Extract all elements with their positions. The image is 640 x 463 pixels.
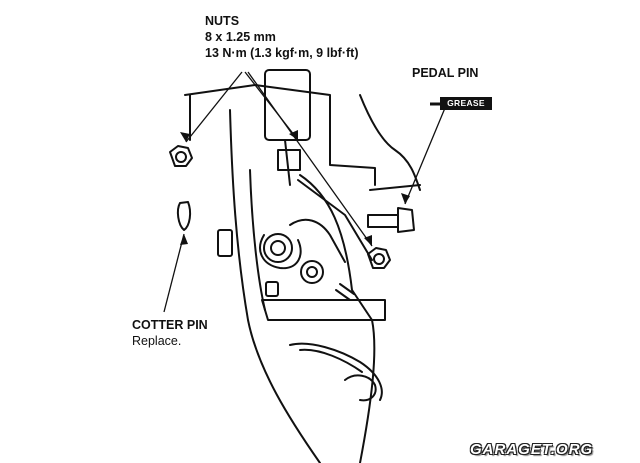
master-cylinder-body xyxy=(264,69,311,141)
nuts-label: NUTS xyxy=(205,14,240,28)
pedal-plate xyxy=(261,299,386,321)
pivot-bushing xyxy=(263,233,293,263)
leader-nuts-left xyxy=(185,71,243,143)
pivot-bushing-inner xyxy=(270,240,286,256)
adjuster-bolt xyxy=(335,283,355,301)
watermark: GARAGET.ORG xyxy=(470,441,594,458)
cotter-pin-note: Replace. xyxy=(132,334,182,348)
lower-bracket xyxy=(289,342,383,401)
arrowhead-nuts-center xyxy=(289,130,298,140)
clevis-pin-boss xyxy=(300,260,324,284)
nut-right xyxy=(367,247,391,269)
mounting-bracket xyxy=(184,84,376,186)
leader-nuts-right xyxy=(247,71,373,247)
connecting-link xyxy=(297,179,373,261)
lower-bracket-inner xyxy=(299,348,363,373)
arrowhead-nuts-left xyxy=(180,132,190,142)
arrowhead-nuts-right xyxy=(364,235,372,246)
arrowhead-cotter-pin xyxy=(180,234,188,245)
pedal-arm-inner-left xyxy=(249,169,266,311)
nuts-torque-label: 13 N·m (1.3 kgf·m, 9 lbf·ft) xyxy=(205,46,359,60)
nut-left xyxy=(169,145,193,167)
clevis-pin-hole xyxy=(306,266,318,278)
pedal-pin-part xyxy=(367,207,415,233)
pushrod xyxy=(284,139,291,186)
cotter-pin-part xyxy=(176,201,192,231)
bracket-right-edge xyxy=(359,94,421,191)
stopper-bolt xyxy=(217,229,233,257)
leader-pedal-pin xyxy=(404,107,446,205)
grease-tag: GREASE xyxy=(440,97,492,110)
floor-line xyxy=(369,184,421,191)
assist-spring xyxy=(259,234,302,270)
nuts-size-label: 8 x 1.25 mm xyxy=(205,30,276,44)
leader-cotter-pin xyxy=(163,233,185,313)
pedal-pin-label: PEDAL PIN xyxy=(412,66,479,80)
cotter-pin-label: COTTER PIN xyxy=(132,318,208,332)
pedal-arm-left xyxy=(229,109,321,463)
return-hook xyxy=(344,374,377,402)
stopper-bolt-collar xyxy=(265,281,279,297)
spring-arm xyxy=(289,218,346,263)
pushrod-clevis xyxy=(277,149,301,171)
arrowhead-pedal-pin xyxy=(401,193,410,204)
